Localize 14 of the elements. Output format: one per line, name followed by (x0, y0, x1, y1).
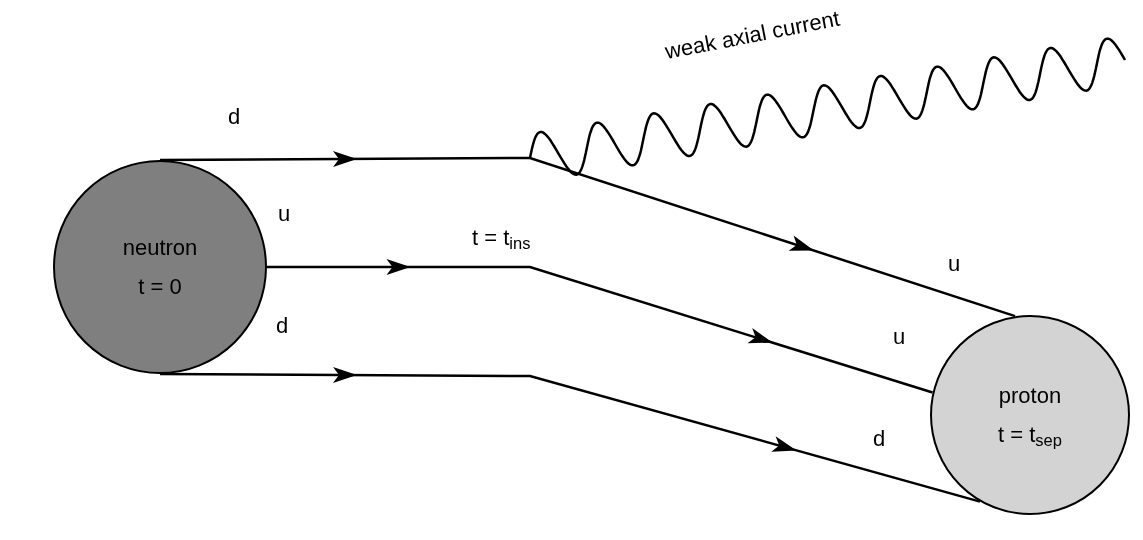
current-label: weak axial current (662, 4, 843, 66)
quark-label: d (228, 103, 241, 131)
time-label: t = t$_{sep}$ (998, 421, 1062, 449)
quark-label: d (873, 425, 886, 453)
particle-name: neutron (122, 233, 198, 261)
time-label: t = t$_{ins}$ (472, 224, 531, 252)
quark-label: u (893, 323, 906, 351)
quark-line (160, 366, 981, 503)
quark-label: u (278, 200, 291, 228)
quark-label: d (276, 312, 289, 340)
quark-line (160, 151, 1016, 318)
time-label: t = 0 (138, 273, 182, 301)
quark-label: u (948, 250, 961, 278)
particle-name: proton (998, 381, 1062, 409)
